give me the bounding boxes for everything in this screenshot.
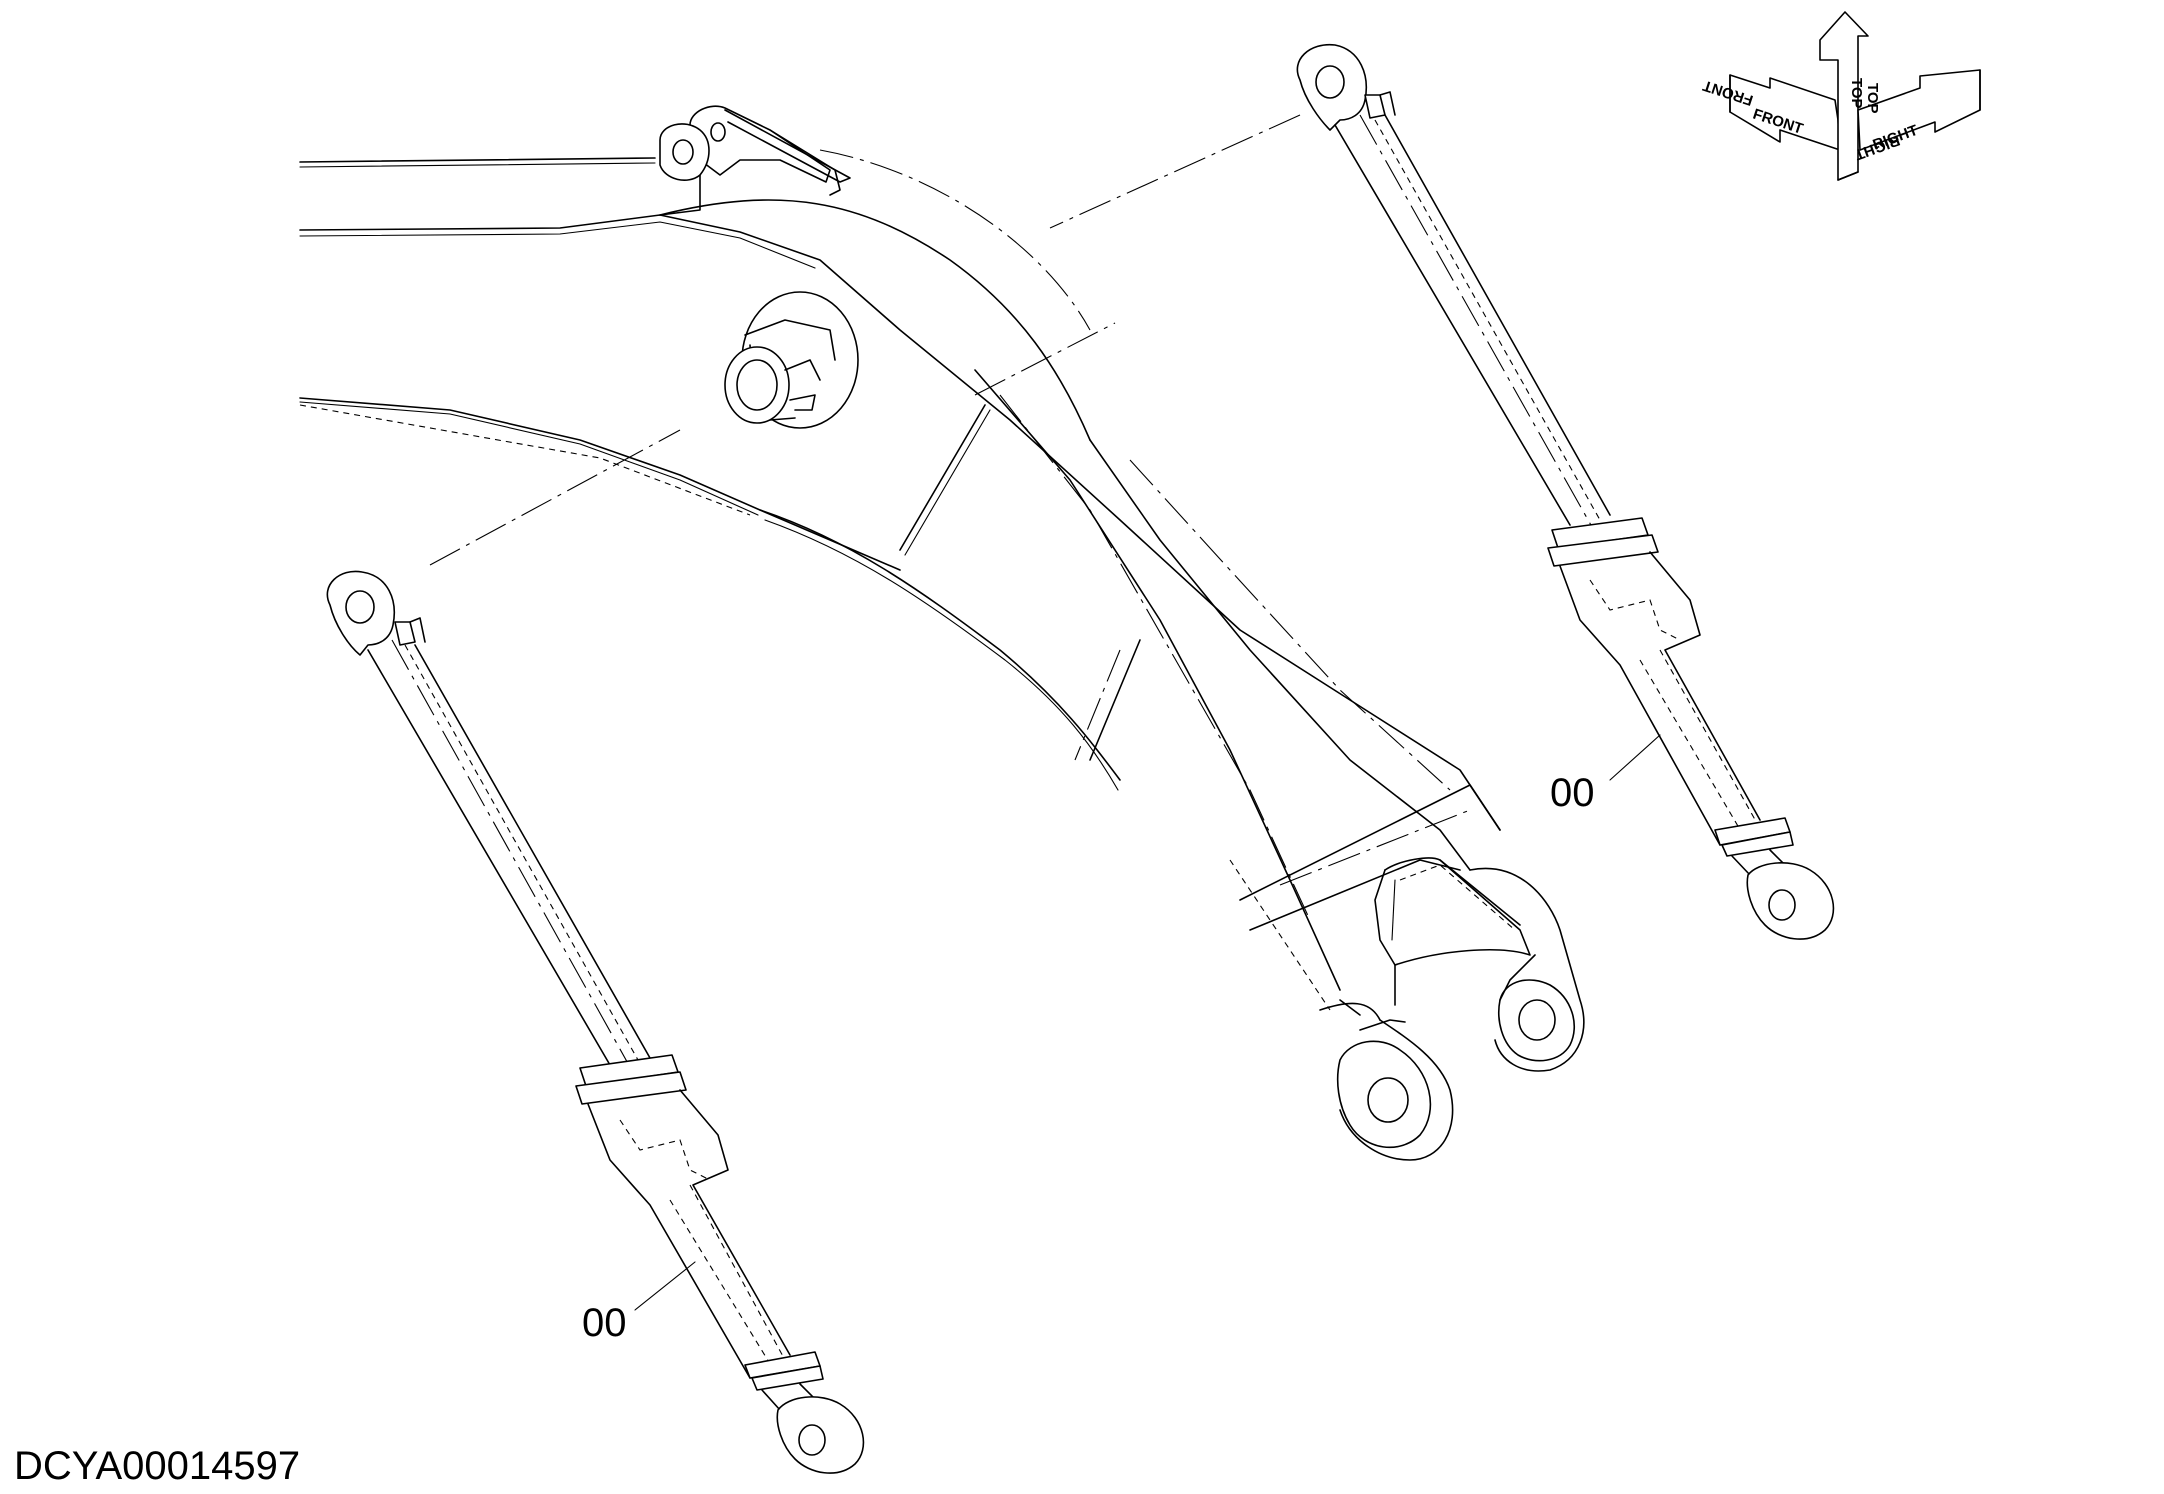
- orientation-icon: FRONT FRONT TOP TOP RIGHT RIGHT: [1701, 11, 1981, 181]
- callout-left-cylinder: 00: [582, 1301, 627, 1345]
- orientation-top-label: TOP: [1848, 78, 1865, 109]
- orientation-top-label-second: TOP: [1864, 83, 1881, 114]
- left-hydraulic-cylinder: [326, 429, 865, 1474]
- boom: [299, 105, 1585, 1161]
- right-hydraulic-cylinder: [1049, 43, 1835, 940]
- drawing-id: DCYA00014597: [14, 1444, 301, 1488]
- boom-pin-boss: [724, 291, 859, 429]
- boom-foot: [1239, 784, 1585, 1161]
- callout-right-cylinder: 00: [1550, 771, 1595, 815]
